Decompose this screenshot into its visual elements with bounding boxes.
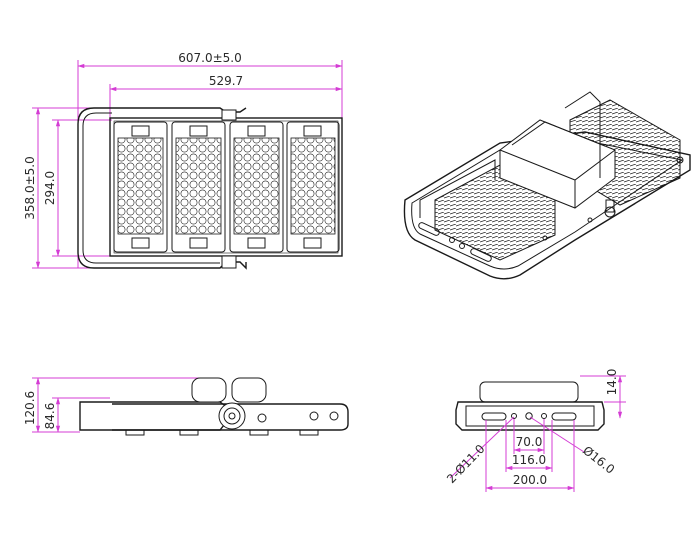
dim-hole-spacing-outer: 200.0 [513,473,547,487]
side-bracket [79,401,229,431]
dim-body-width: 529.7 [209,74,243,88]
side-driver-2 [231,377,267,403]
led-module-2 [171,121,226,253]
dim-hole-spacing-mid: 116.0 [512,453,546,467]
side-hinge-gear [218,402,246,430]
leader-large-hole [529,416,585,453]
end-slot-right [551,412,577,421]
dim-overall-width: 607.0±5.0 [178,51,242,65]
mounting-bracket [77,107,247,270]
end-slot-left [481,412,507,421]
dim-side-body-height: 84.6 [43,403,57,430]
top-view: 607.0±5.0 529.7 358.0±5.0 294.0 [23,51,343,270]
leader-small-holes [449,416,515,479]
end-large-hole [525,412,533,420]
dim-overall-height: 358.0±5.0 [23,156,37,220]
led-modules [113,121,340,253]
iso-driver-box [499,119,616,209]
dim-top-offset: 14.0 [605,369,619,396]
iso-tray [403,131,691,280]
isometric-view [403,91,691,280]
hinge-top [221,109,237,121]
dim-side-overall-height: 120.6 [23,391,37,425]
led-module-1 [113,121,168,253]
end-housing [455,401,605,431]
end-driver-box [479,381,579,403]
side-view: 120.6 84.6 [23,377,349,436]
label-small-holes: 2-Ø11.0 [444,442,488,486]
led-module-4 [286,121,340,253]
end-view: 14.0 70.0 116.0 200.0 2-Ø11.0 Ø16. [444,369,626,492]
dim-body-height: 294.0 [43,171,57,205]
end-small-hole-2 [541,413,547,419]
side-driver-1 [191,377,227,403]
dim-hole-spacing-inner: 70.0 [516,435,543,449]
end-small-hole-1 [511,413,517,419]
label-large-hole: Ø16.0 [580,443,617,476]
led-module-3 [229,121,284,253]
hinge-bottom [221,255,237,269]
side-housing [112,403,349,431]
